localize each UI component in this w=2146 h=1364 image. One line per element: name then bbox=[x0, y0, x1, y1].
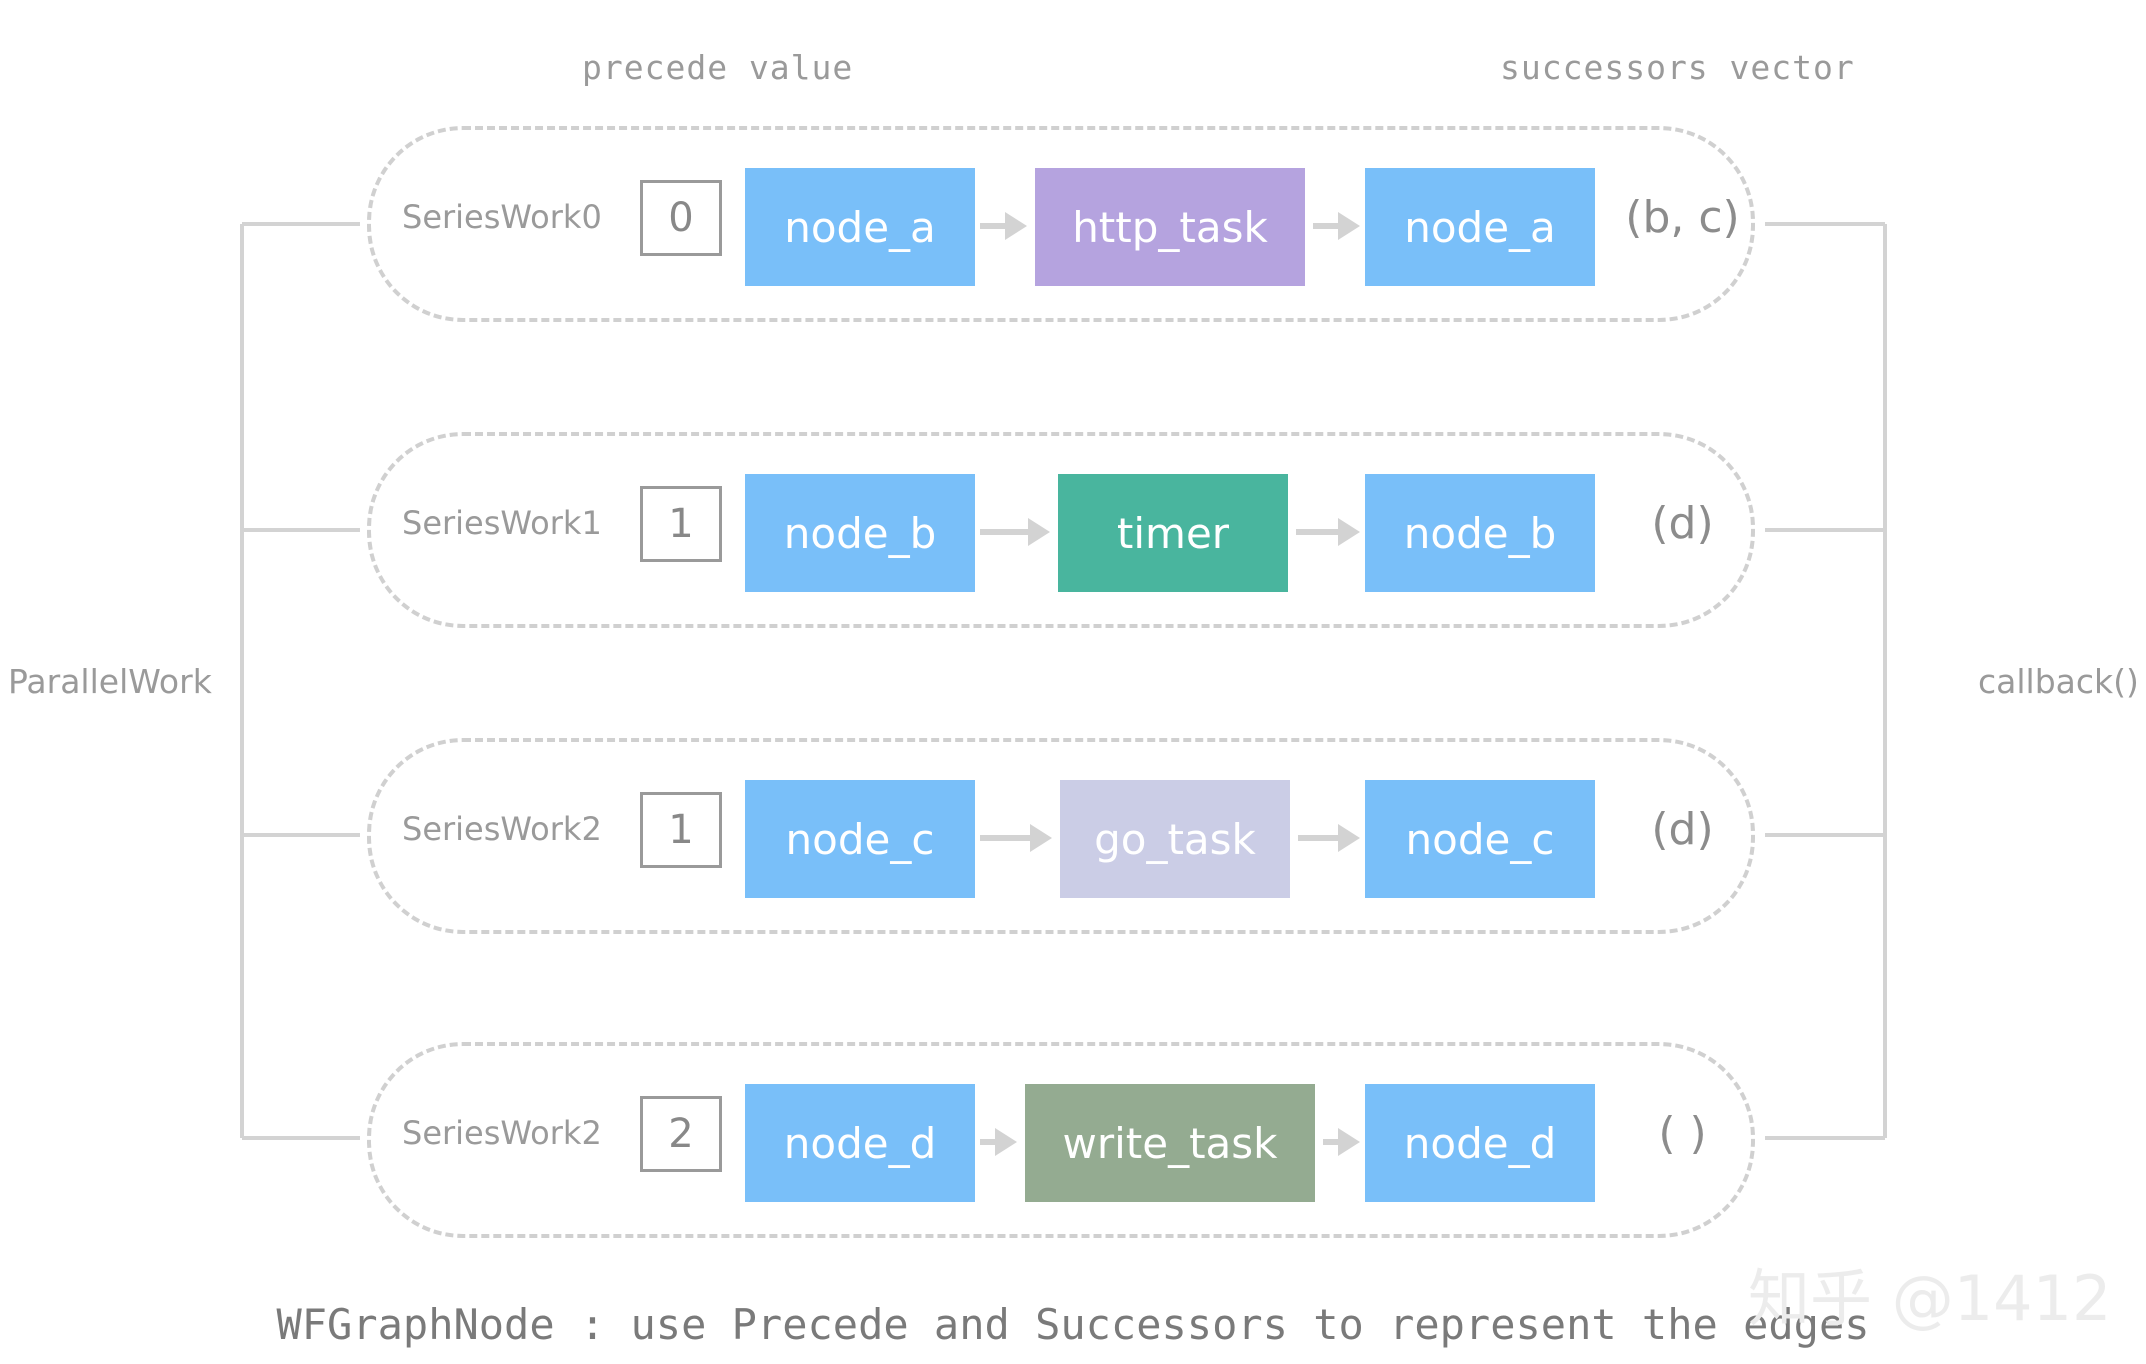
precede-value-box: 2 bbox=[640, 1096, 722, 1172]
series-work-container bbox=[367, 738, 1755, 934]
series-work-container bbox=[367, 1042, 1755, 1238]
graph-node-first: node_c bbox=[745, 780, 975, 898]
row-arrows bbox=[980, 824, 1360, 852]
series-work-container bbox=[367, 126, 1755, 322]
arrow-to-task bbox=[980, 1128, 1017, 1156]
precede-value-box: 0 bbox=[640, 180, 722, 256]
arrow-from-task bbox=[1313, 212, 1360, 240]
task-node: go_task bbox=[1060, 780, 1290, 898]
arrow-to-task bbox=[980, 518, 1050, 546]
precede-value-box: 1 bbox=[640, 792, 722, 868]
series-work-container bbox=[367, 432, 1755, 628]
arrow-to-task bbox=[980, 824, 1052, 852]
successors-vector-header: successors vector bbox=[1500, 48, 1855, 87]
task-node: http_task bbox=[1035, 168, 1305, 286]
watermark: 知乎 @1412 bbox=[1748, 1262, 2112, 1335]
successors-vector: (d) bbox=[1651, 804, 1714, 855]
row-arrows bbox=[980, 1128, 1360, 1156]
successors-vector: ( ) bbox=[1658, 1108, 1707, 1159]
graph-node-first: node_d bbox=[745, 1084, 975, 1202]
precede-value-box: 1 bbox=[640, 486, 722, 562]
task-node: timer bbox=[1058, 474, 1288, 592]
series-row: SeriesWork1 1 node_b timer node_b (d) bbox=[0, 432, 2146, 632]
successors-vector: (d) bbox=[1651, 498, 1714, 549]
series-row: SeriesWork2 2 node_d write_task node_d ( ) bbox=[0, 1042, 2146, 1242]
precede-value-header: precede value bbox=[582, 48, 854, 87]
series-work-label: SeriesWork2 bbox=[402, 810, 602, 848]
parallel-bracket bbox=[240, 222, 360, 1140]
graph-node-first: node_b bbox=[745, 474, 975, 592]
arrow-from-task bbox=[1298, 824, 1360, 852]
arrow-from-task bbox=[1323, 1128, 1360, 1156]
callback-bracket bbox=[1765, 222, 1887, 1140]
graph-node-last: node_b bbox=[1365, 474, 1595, 592]
arrow-from-task bbox=[1296, 518, 1360, 546]
graph-node-first: node_a bbox=[745, 168, 975, 286]
arrow-to-task bbox=[980, 212, 1027, 240]
graph-node-last: node_c bbox=[1365, 780, 1595, 898]
graph-node-last: node_a bbox=[1365, 168, 1595, 286]
row-arrows bbox=[980, 212, 1360, 240]
series-work-label: SeriesWork0 bbox=[402, 198, 602, 236]
series-work-label: SeriesWork2 bbox=[402, 1114, 602, 1152]
task-node: write_task bbox=[1025, 1084, 1315, 1202]
row-arrows bbox=[980, 518, 1360, 546]
series-row: SeriesWork2 1 node_c go_task node_c (d) bbox=[0, 738, 2146, 938]
series-row: SeriesWork0 0 node_a http_task node_a (b, c) bbox=[0, 126, 2146, 326]
caption: WFGraphNode : use Precede and Successors… bbox=[276, 1300, 1870, 1349]
series-work-label: SeriesWork1 bbox=[402, 504, 602, 542]
graph-node-last: node_d bbox=[1365, 1084, 1595, 1202]
parallel-work-label: ParallelWork bbox=[8, 662, 212, 701]
successors-vector: (b, c) bbox=[1625, 192, 1740, 243]
callback-label: callback() bbox=[1978, 662, 2139, 701]
